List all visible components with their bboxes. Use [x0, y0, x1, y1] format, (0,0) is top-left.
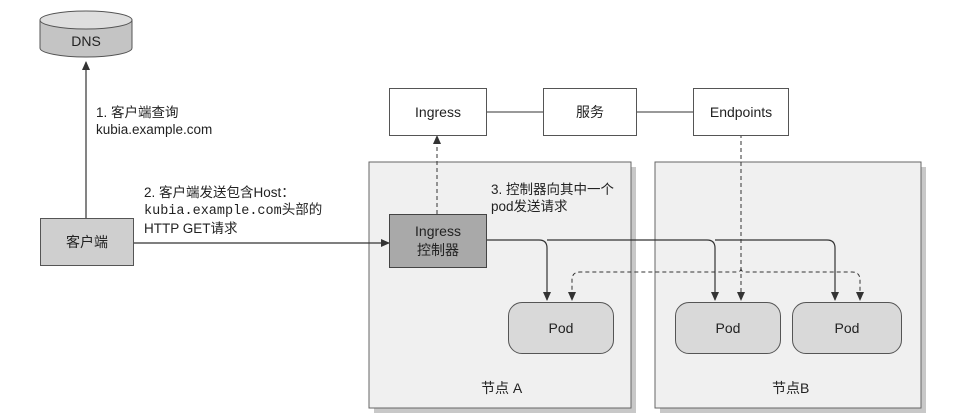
step2-host: kubia.example.com: [144, 204, 282, 219]
node-b-label: 节点B: [772, 380, 810, 396]
dns-label: DNS: [71, 33, 101, 49]
step2-line2: kubia.example.com头部的: [144, 201, 322, 220]
step2-suffix: 头部的: [281, 202, 323, 217]
ingress-box[interactable]: Ingress: [389, 88, 487, 136]
ingress-controller-line2: 控制器: [417, 242, 459, 258]
node-a-label: 节点 A: [481, 380, 523, 396]
ingress-controller-line1: Ingress: [415, 223, 461, 239]
dns-cylinder: [39, 10, 133, 58]
step1-line2: kubia.example.com: [96, 122, 213, 137]
service-box[interactable]: 服务: [543, 88, 637, 136]
node-b-box: [654, 161, 922, 409]
pod-node-a[interactable]: Pod: [508, 302, 614, 354]
client-box[interactable]: 客户端: [40, 218, 134, 266]
node-a-box: [368, 161, 632, 409]
step1-line1: 1. 客户端查询: [96, 105, 179, 120]
step2-line1: 2. 客户端发送包含Host：: [144, 185, 295, 200]
step1-note: 1. 客户端查询 kubia.example.com: [96, 104, 212, 138]
step3-line2: pod发送请求: [491, 199, 568, 214]
step2-line3: HTTP GET请求: [144, 221, 238, 236]
endpoints-box[interactable]: Endpoints: [693, 88, 789, 136]
pod-node-b-1[interactable]: Pod: [675, 302, 781, 354]
step3-note: 3. 控制器向其中一个 pod发送请求: [491, 181, 614, 215]
step2-note: 2. 客户端发送包含Host： kubia.example.com头部的 HTT…: [144, 184, 322, 237]
step3-line1: 3. 控制器向其中一个: [491, 182, 615, 197]
ingress-controller-box[interactable]: Ingress 控制器: [389, 214, 487, 268]
endpoints-dashed-lines: [568, 134, 864, 301]
controller-routing-lines: [486, 239, 839, 301]
pod-node-b-2[interactable]: Pod: [792, 302, 902, 354]
